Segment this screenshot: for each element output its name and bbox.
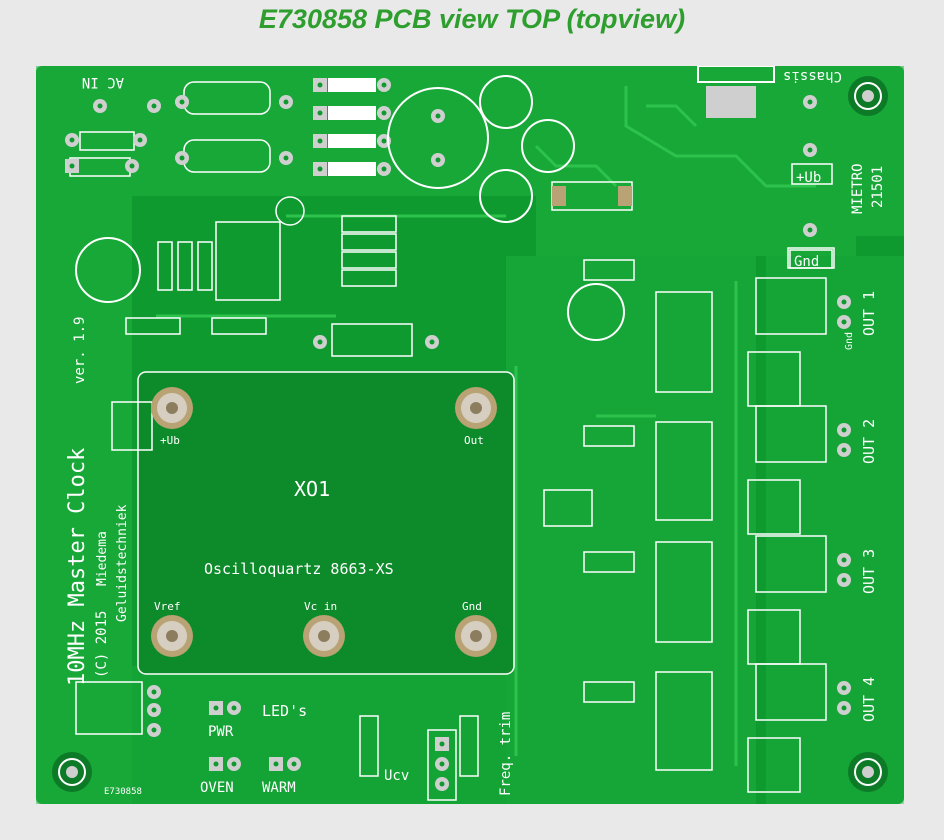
chassis-label: Chassis [783, 68, 842, 84]
output-1-label: OUT 1 [860, 291, 878, 336]
board-id-label: E730858 [104, 787, 142, 797]
pwr-label: PWR [208, 724, 234, 740]
out-gnd-label: Gnd [844, 332, 855, 350]
output-2-label: OUT 2 [860, 419, 878, 464]
xo-name-label: XO1 [294, 477, 330, 501]
xo-pin-ub-label: +Ub [160, 434, 180, 447]
xo-pin-vref-label: Vref [154, 600, 181, 613]
maker-line2: Geluidstechniek [115, 504, 130, 622]
xo-part-label: Oscilloquartz 8663-XS [204, 560, 394, 578]
xo-pin-gnd-label: Gnd [462, 600, 482, 613]
ub-label: +Ub [796, 170, 821, 186]
xo-pin-vcin-label: Vc in [304, 600, 337, 613]
pcb-board: AC IN Chassis MIETRO 21501 +Ub Gnd 10MHz… [36, 66, 904, 804]
mietro-label: MIETRO [850, 163, 866, 214]
ac-in-label: AC IN [82, 74, 124, 90]
freq-trim-label: Freq. trim [498, 712, 514, 796]
output-4-label: OUT 4 [860, 677, 878, 722]
product-title: 10MHz Master Clock [65, 448, 90, 686]
page-title: E730858 PCB view TOP (topview) [258, 4, 686, 34]
version-label: ver. 1.9 [72, 317, 88, 384]
maker-line1: Miedema [95, 531, 110, 586]
mietro-number-label: 21501 [870, 166, 886, 208]
gnd-label: Gnd [794, 254, 819, 270]
output-3-label: OUT 3 [860, 549, 878, 594]
xo-pin-out-label: Out [464, 434, 484, 447]
copyright-label: (C) 2015 [94, 611, 110, 678]
oven-label: OVEN [200, 780, 234, 796]
ucv-label: Ucv [384, 768, 409, 784]
warm-label: WARM [262, 780, 296, 796]
leds-label: LED's [262, 702, 307, 720]
